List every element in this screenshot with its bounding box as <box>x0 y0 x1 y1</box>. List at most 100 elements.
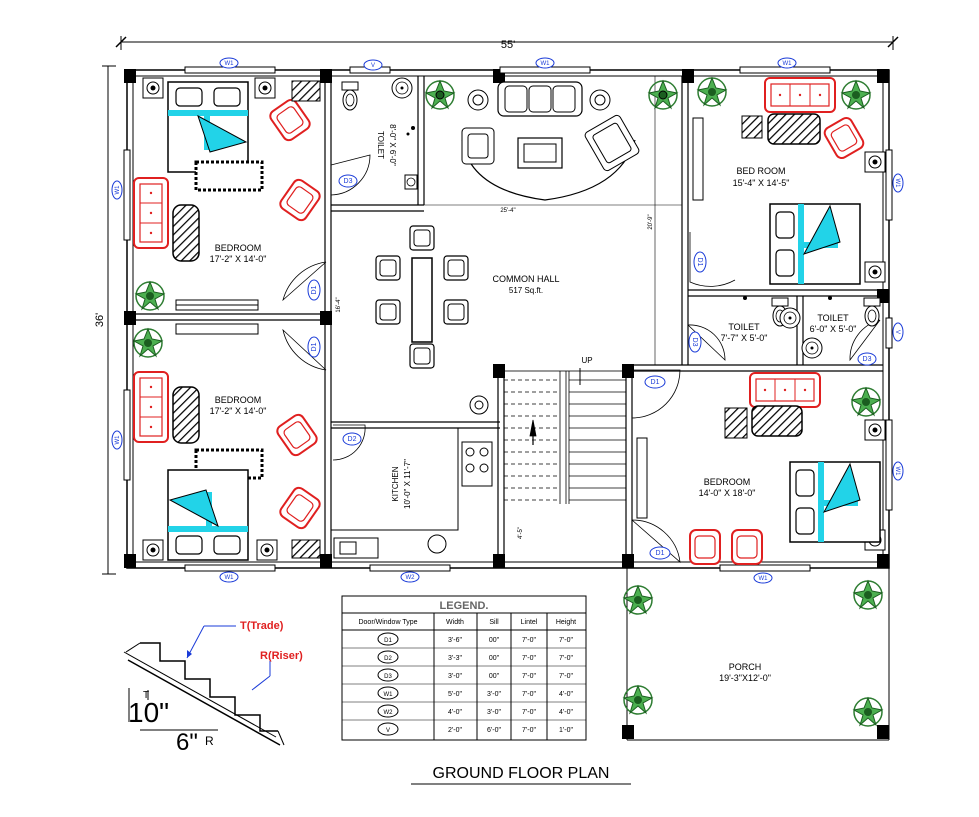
tag-d2-a: D2 <box>348 436 357 443</box>
legend-text: LEGEND. Door/Window Type Width Sill Lint… <box>358 600 576 734</box>
tag-d1-a: D1 <box>311 285 318 294</box>
window-tag-labels: W1 V W1 W1 W1 W2 W1 W1 W1 W1 W1 V <box>115 61 900 582</box>
porch-name: PORCH <box>729 662 762 672</box>
hall-depth-dim: 20'-9" <box>648 214 654 229</box>
overall-depth-label: 36' <box>94 313 106 327</box>
bedroom-bottom-left-size: 17'-2" X 14'-0" <box>210 406 267 416</box>
tag-w1-h: W1 <box>894 179 900 189</box>
tag-d3-a: D3 <box>344 178 353 185</box>
legend-row-lintel: 7'-0" <box>522 709 536 716</box>
kitchen-size: 10'-0" X 11'-7" <box>403 459 412 509</box>
tag-d1-b: D1 <box>311 342 318 351</box>
bedroom-top-left-furniture <box>133 77 324 311</box>
toilet-mid-size: 7'-7" X 5'-0" <box>721 333 768 343</box>
legend-row-height: 7'-0" <box>559 655 573 662</box>
legend-header-sill: Sill <box>489 619 499 626</box>
legend-row-sill: 3'-0" <box>487 709 501 716</box>
legend-row-width: 5'-0" <box>448 691 462 698</box>
tag-d3-c: D3 <box>863 356 872 363</box>
legend-row-height: 7'-0" <box>559 637 573 644</box>
tread-suffix: T <box>143 690 149 701</box>
bedroom-top-right-furniture <box>692 77 886 285</box>
legend-row-lintel: 7'-0" <box>522 691 536 698</box>
legend-row-lintel: 7'-0" <box>522 637 536 644</box>
legend-row-type: V <box>386 728 390 734</box>
porch-size: 19'-3"X12'-0" <box>719 673 771 683</box>
tag-d1-e: D1 <box>656 550 665 557</box>
tag-w1-c: W1 <box>783 61 793 67</box>
riser-suffix: R <box>205 734 214 748</box>
stair-detail-sketch <box>123 625 285 746</box>
tag-w1-e: W1 <box>759 576 769 582</box>
tag-w2-a: W2 <box>406 575 416 581</box>
bedroom-bottom-left-furniture <box>133 323 324 561</box>
legend-header-type: Door/Window Type <box>358 619 417 626</box>
bedroom-bottom-left-name: BEDROOM <box>215 395 262 405</box>
legend-title: LEGEND. <box>440 600 489 612</box>
legend-row-lintel: 7'-0" <box>522 727 536 734</box>
legend-row-height: 4'-0" <box>559 691 573 698</box>
porch-outline <box>626 568 890 741</box>
tag-w1-d: W1 <box>225 575 235 581</box>
legend-row-sill: 00" <box>489 655 500 662</box>
stair-dim: 4'-5" <box>518 527 524 539</box>
legend-header-width: Width <box>446 619 464 626</box>
tag-d3-b: D3 <box>691 338 698 347</box>
kitchen-name: KITCHEN <box>391 466 400 501</box>
tag-v-b: V <box>894 330 900 334</box>
legend-row-type: D2 <box>384 656 392 662</box>
tag-d1-d: D1 <box>651 379 660 386</box>
hall-width-dim: 25'-4" <box>500 208 515 214</box>
window-tags <box>111 57 904 584</box>
bedroom-bottom-right-name: BEDROOM <box>704 477 751 487</box>
toilet-mid-fixtures <box>743 296 823 359</box>
common-hall-name: COMMON HALL <box>492 274 559 284</box>
living-area-furniture <box>425 80 678 201</box>
legend-row-type: W1 <box>384 692 394 698</box>
bedroom-top-right-size: 15'-4" X 14'-5" <box>733 178 790 188</box>
toilet-top-size: 8'-0" X 6'-0" <box>388 124 397 166</box>
legend-row-width: 4'-0" <box>448 709 462 716</box>
toilet-right-name: TOILET <box>817 313 849 323</box>
legend-row-lintel: 7'-0" <box>522 655 536 662</box>
dining-set <box>375 225 469 369</box>
legend-row-type: W2 <box>384 710 394 716</box>
inner-dimensions: 25'-4" 20'-9" 16'-4" 4'-5" <box>336 208 654 539</box>
left-dim: 16'-4" <box>336 297 342 312</box>
bedroom-top-left-name: BEDROOM <box>215 243 262 253</box>
bedroom-top-left-size: 17'-2" X 14'-0" <box>210 254 267 264</box>
toilet-right-fixtures <box>779 296 881 329</box>
legend-row-height: 7'-0" <box>559 673 573 680</box>
stair-detail-labels: T(Trade) R(Riser) 10" T 6" R <box>128 620 303 756</box>
stair-up-label: UP <box>581 356 592 365</box>
legend-row-sill: 3'-0" <box>487 691 501 698</box>
bedroom-bottom-right-furniture <box>636 372 886 565</box>
riser-label: R(Riser) <box>260 650 303 662</box>
windows <box>123 66 893 572</box>
overall-width-label: 55' <box>501 39 515 51</box>
legend-row-height: 1'-0" <box>559 727 573 734</box>
legend-row-sill: 00" <box>489 673 500 680</box>
toilet-top-fixtures <box>341 77 418 190</box>
door-tags <box>307 174 877 560</box>
tread-label: T(Trade) <box>240 620 284 632</box>
tag-w1-i: W1 <box>894 467 900 477</box>
porch-plants <box>623 580 883 727</box>
legend-row-width: 3'-0" <box>448 673 462 680</box>
kitchen-fixtures <box>331 395 493 559</box>
bedroom-top-right-name: BED ROOM <box>736 166 785 176</box>
plan-title: GROUND FLOOR PLAN <box>433 765 610 782</box>
tag-w1-a: W1 <box>225 61 235 67</box>
legend-row-sill: 00" <box>489 637 500 644</box>
legend-row-lintel: 7'-0" <box>522 673 536 680</box>
overall-depth-dimension <box>102 65 116 575</box>
legend-row-type: D1 <box>384 638 392 644</box>
legend-header-height: Height <box>556 619 576 626</box>
tag-v-a: V <box>371 63 375 69</box>
legend-row-height: 4'-0" <box>559 709 573 716</box>
legend-row-width: 3'-3" <box>448 655 462 662</box>
room-labels: BEDROOM 17'-2" X 14'-0" BEDROOM 17'-2" X… <box>210 124 857 683</box>
tread-value: 10" <box>128 697 169 728</box>
